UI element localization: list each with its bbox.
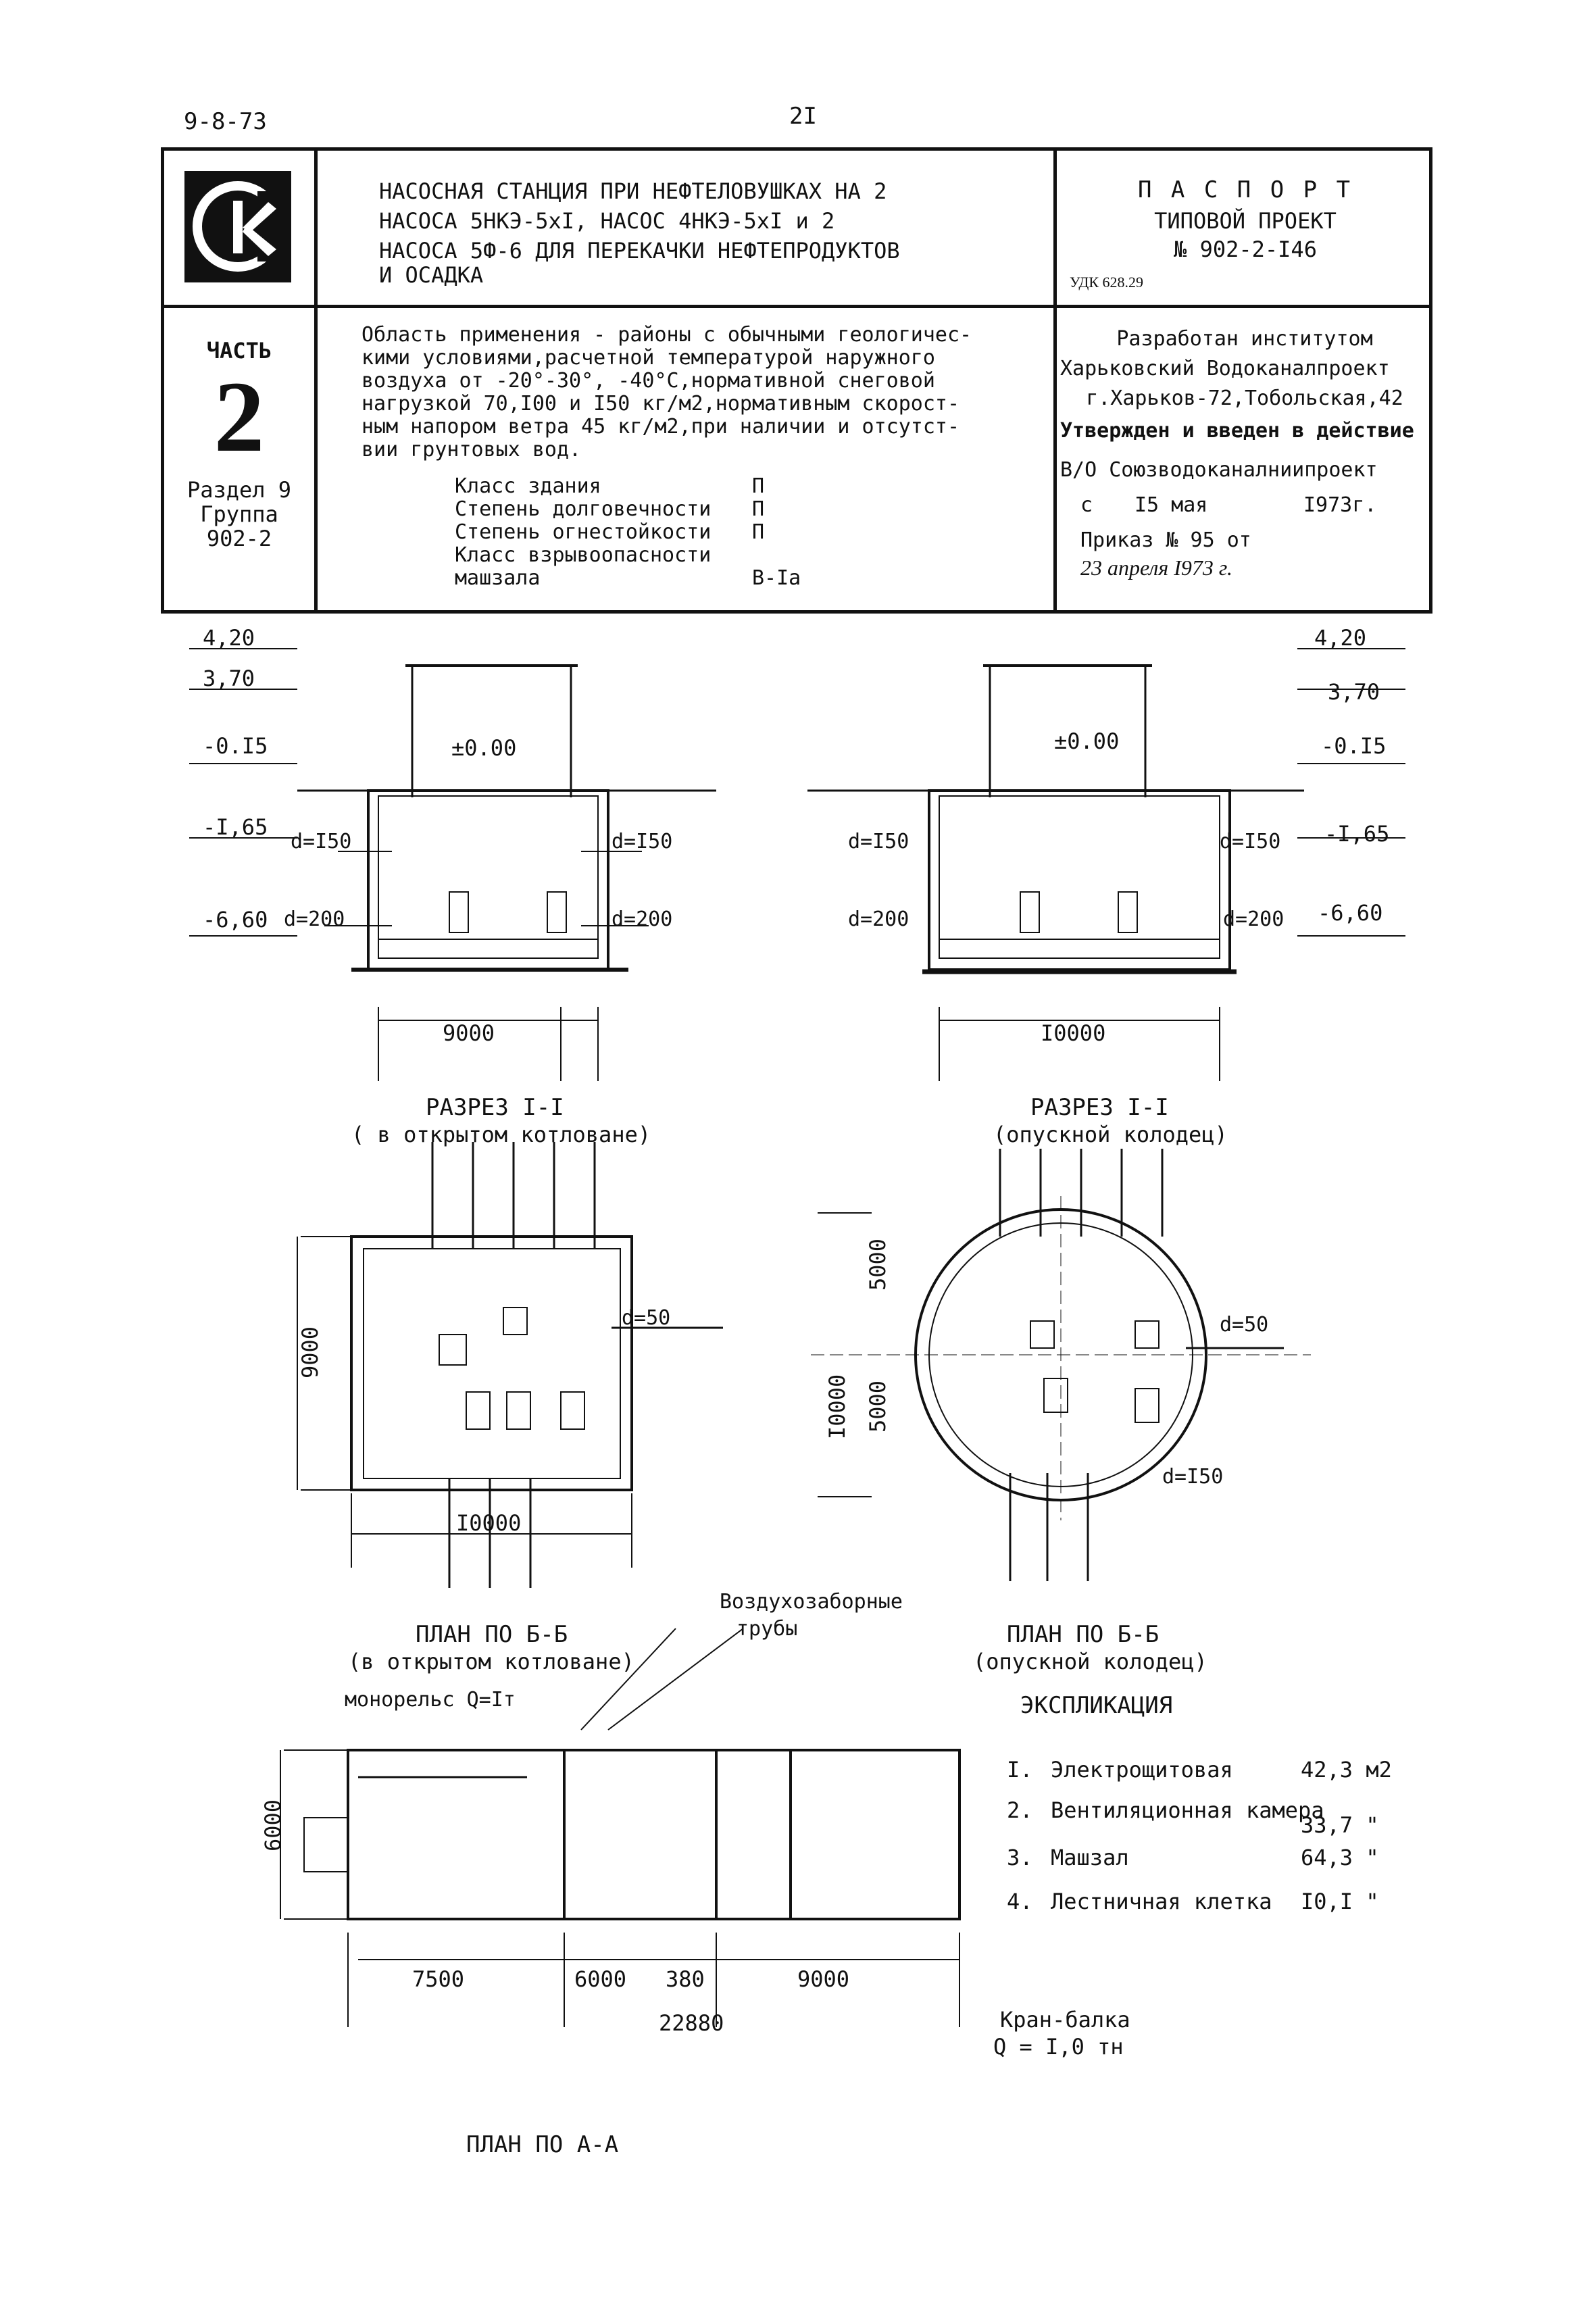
explication-item-2-name: Вентиляционная камера (1051, 1797, 1324, 1823)
caption-plan-well-sub: (опускной колодец) (973, 1649, 1207, 1674)
dim-plan-aa-1: 7500 (412, 1966, 464, 1992)
crane-label: Кран-балка (1000, 2007, 1130, 2033)
explication-item-1-name: Электрощитовая (1051, 1757, 1233, 1783)
caption-plan-aa: ПЛАН ПО А-А (466, 2131, 618, 2158)
dim-plan-aa-4: 9000 (797, 1966, 849, 1992)
air-intake-label-2: трубы (737, 1617, 797, 1641)
caption-section-open: РАЗРЕЗ I-I (426, 1094, 564, 1121)
pipe-label: d=200 (612, 907, 672, 931)
plan-caisson (811, 1149, 1311, 1581)
explication-item-3-name: Машзал (1051, 1845, 1129, 1870)
explication-item-3-area: 64,3 " (1301, 1845, 1379, 1870)
level-420-left: 4,20 (203, 625, 255, 651)
dim-plan-aa-3: 380 (666, 1966, 705, 1992)
dim-plan-aa-2: 6000 (574, 1966, 626, 1992)
dim-plan-open-w: I0000 (456, 1510, 521, 1536)
explication-item-4-name: Лестничная клетка (1051, 1889, 1272, 1914)
level-660-left: -6,60 (203, 907, 268, 932)
plan-aa (280, 1628, 961, 2027)
dim-plan-open-h: 9000 (297, 1326, 323, 1378)
dim-plan-well-h2: 5000 (865, 1380, 891, 1433)
dim-plan-well-total: I0000 (824, 1374, 850, 1439)
level-015-left: -0.I5 (203, 733, 268, 759)
pipe-label: d=I50 (848, 830, 909, 853)
dim-plan-well-h1: 5000 (865, 1239, 891, 1291)
pipe-label: d=50 (1220, 1313, 1268, 1337)
explication-item-2-area: 33,7 " (1301, 1812, 1379, 1838)
caption-plan-open: ПЛАН ПО Б-Б (416, 1621, 568, 1648)
developer-block: Разработан институтом Харьковский Водока… (1060, 327, 1414, 580)
caption-plan-open-sub: (в открытом котловане) (348, 1649, 634, 1674)
level-165-left: -I,65 (203, 814, 268, 840)
caption-plan-well: ПЛАН ПО Б-Б (1007, 1621, 1159, 1648)
pipe-label: d=I50 (1220, 830, 1280, 853)
level-420-right: 4,20 (1314, 625, 1366, 651)
udk-code: УДК 628.29 (1070, 274, 1144, 291)
passport-header: НАСОСНАЯ СТАНЦИЯ ПРИ НЕФТЕЛОВУШКАХ НА 2 … (161, 147, 1432, 614)
explication-item-2-n: 2. (1007, 1797, 1033, 1823)
caption-section-well: РАЗРЕЗ I-I (1030, 1094, 1169, 1121)
pipe-label: d=50 (622, 1306, 670, 1330)
dim-section-well-width: I0000 (1041, 1020, 1105, 1046)
air-intake-label: Воздухозаборные (720, 1590, 903, 1614)
explication-item-4-n: 4. (1007, 1889, 1033, 1914)
explication-item-3-n: 3. (1007, 1845, 1033, 1870)
crane-capacity: Q = I,0 тн (993, 2034, 1124, 2060)
application-description: Область применения - районы с обычными г… (361, 323, 972, 462)
dim-section-open-width: 9000 (443, 1020, 495, 1046)
explication-item-1-n: I. (1007, 1757, 1033, 1783)
explication-title: ЭКСПЛИКАЦИЯ (1020, 1692, 1172, 1719)
caption-section-open-sub: ( в открытом котловане) (351, 1122, 651, 1147)
level-015-right: -0.I5 (1321, 733, 1386, 759)
zero-mark-left: ±0.00 (451, 735, 516, 761)
caption-section-well-sub: (опускной колодец) (993, 1122, 1228, 1147)
monorail-label: монорельс Q=Iт (345, 1688, 516, 1712)
institute-logo (184, 171, 291, 282)
pipe-label: d=I50 (1162, 1465, 1223, 1489)
level-370-left: 3,70 (203, 666, 255, 691)
pipe-label: d=I50 (612, 830, 672, 853)
section-open-pit (189, 648, 716, 1081)
zero-mark-right: ±0.00 (1054, 728, 1119, 754)
passport-block: П А С П О Р Т ТИПОВОЙ ПРОЕКТ № 902-2-I46 (1137, 176, 1353, 262)
explication-item-4-area: I0,I " (1301, 1889, 1379, 1914)
explication-item-1-area: 42,3 м2 (1301, 1757, 1392, 1783)
part-block: ЧАСТЬ 2 Раздел 9 Группа 902-2 (186, 338, 292, 551)
level-165-right: -I,65 (1324, 821, 1389, 847)
dim-plan-aa-total: 22880 (659, 2010, 724, 2036)
dim-plan-aa-h: 6000 (260, 1799, 286, 1851)
date-code: 9-8-73 (184, 108, 267, 135)
level-660-right: -6,60 (1318, 900, 1382, 926)
section-caisson (807, 648, 1405, 1081)
level-370-right: 3,70 (1328, 679, 1380, 705)
pipe-label: d=200 (1223, 907, 1284, 931)
plan-open-pit (297, 1142, 723, 1588)
pipe-label: d=I50 (291, 830, 351, 853)
page-number: 2I (789, 103, 817, 130)
project-title: НАСОСНАЯ СТАНЦИЯ ПРИ НЕФТЕЛОВУШКАХ НА 2 … (379, 178, 900, 288)
pipe-label: d=200 (284, 907, 345, 931)
pipe-label: d=200 (848, 907, 909, 931)
